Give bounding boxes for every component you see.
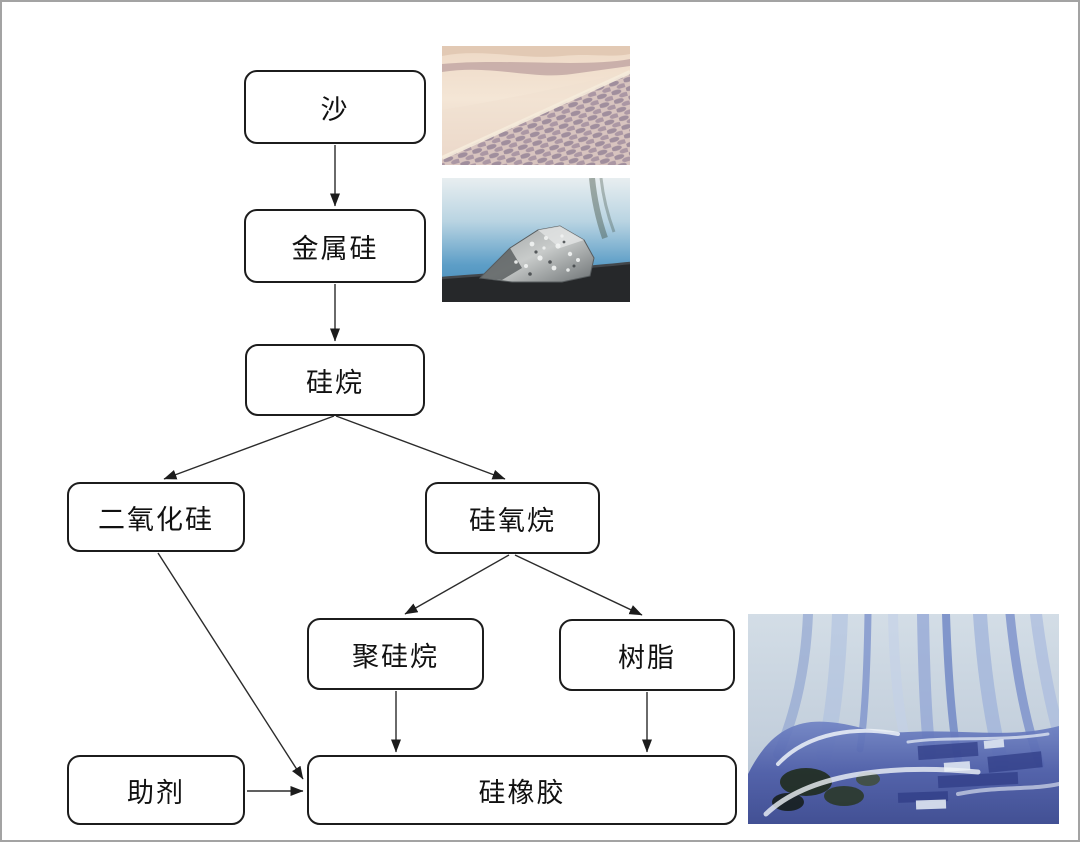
node-silane: 硅烷 bbox=[245, 344, 425, 416]
node-sand: 沙 bbox=[244, 70, 426, 144]
metallic-silicon-rock-photo bbox=[442, 178, 630, 302]
edge-silane-to-silicon-dioxide bbox=[163, 415, 335, 480]
node-resin-label: 树脂 bbox=[618, 642, 676, 673]
node-metal-silicon: 金属硅 bbox=[244, 209, 426, 283]
edge-siloxane-to-polysilane bbox=[404, 554, 510, 615]
node-metal-silicon-label: 金属硅 bbox=[291, 233, 379, 264]
sand-dunes-photo bbox=[442, 46, 630, 165]
node-siloxane: 硅氧烷 bbox=[425, 482, 600, 554]
node-polysilane: 聚硅烷 bbox=[307, 618, 484, 690]
edge-siloxane-to-resin bbox=[514, 554, 643, 616]
silicone-rubber-photo bbox=[748, 614, 1059, 824]
node-polysilane-label: 聚硅烷 bbox=[352, 641, 439, 672]
node-sand-label: 沙 bbox=[320, 94, 350, 125]
node-additive-label: 助剂 bbox=[127, 777, 185, 808]
node-silane-label: 硅烷 bbox=[306, 367, 364, 398]
node-additive: 助剂 bbox=[67, 755, 245, 825]
node-siloxane-label: 硅氧烷 bbox=[469, 505, 556, 536]
node-silicone-rubber: 硅橡胶 bbox=[307, 755, 737, 825]
node-resin: 树脂 bbox=[559, 619, 735, 691]
edge-silane-to-siloxane bbox=[335, 415, 506, 480]
edge-silicon-dioxide-to-silicone-rubber bbox=[157, 552, 304, 780]
node-silicone-rubber-label: 硅橡胶 bbox=[478, 777, 566, 808]
node-silicon-dioxide: 二氧化硅 bbox=[67, 482, 245, 552]
node-silicon-dioxide-label: 二氧化硅 bbox=[98, 504, 214, 535]
